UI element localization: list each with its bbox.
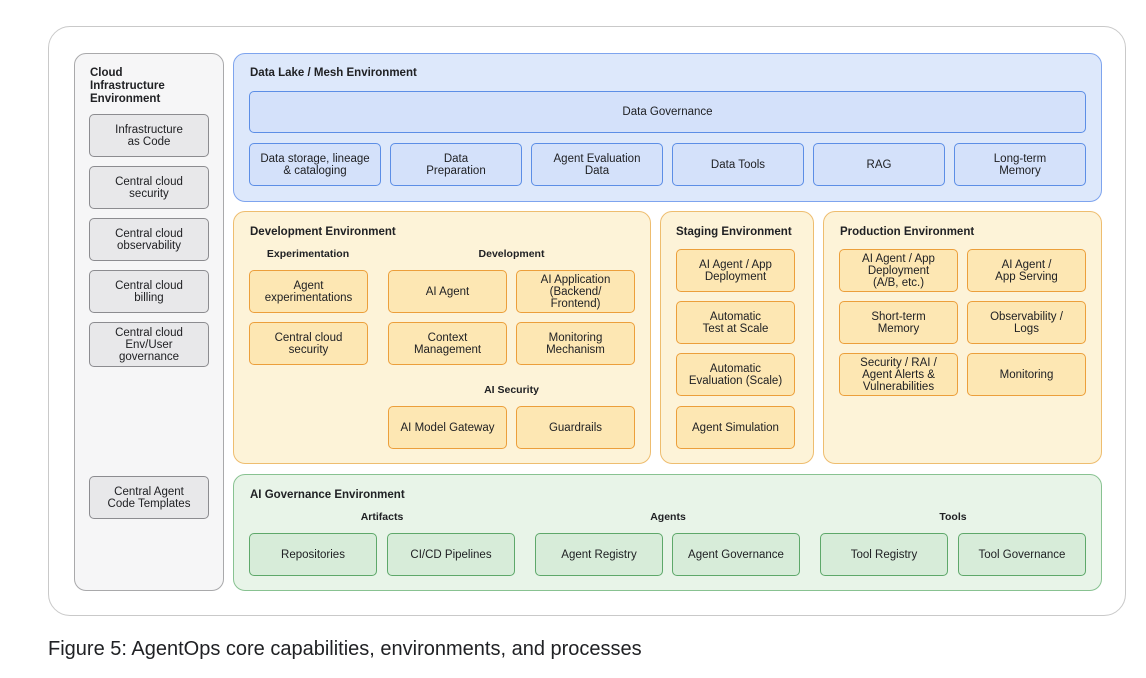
agent-governance-box: Agent Governance xyxy=(672,533,800,576)
infrastructure-as-code-box: Infrastructure as Code xyxy=(89,114,209,157)
ai-governance-title: AI Governance Environment xyxy=(250,489,405,501)
agent-experimentations-box: Agent experimentations xyxy=(249,270,368,313)
agent-registry-box: Agent Registry xyxy=(535,533,663,576)
production-title: Production Environment xyxy=(840,226,975,238)
staging-deployment-box: AI Agent / App Deployment xyxy=(676,249,795,292)
tools-title: Tools xyxy=(939,511,967,523)
tool-governance-box: Tool Governance xyxy=(958,533,1086,576)
data-tools-box: Data Tools xyxy=(672,143,804,186)
security-rai-box: Security / RAI / Agent Alerts & Vulnerab… xyxy=(839,353,958,396)
staging-title: Staging Environment xyxy=(676,226,792,238)
automatic-test-box: Automatic Test at Scale xyxy=(676,301,795,344)
monitoring-box: Monitoring xyxy=(967,353,1086,396)
central-cloud-observability-box: Central cloud observability xyxy=(89,218,209,261)
dev-central-cloud-security-box: Central cloud security xyxy=(249,322,368,365)
guardrails-box: Guardrails xyxy=(516,406,635,449)
agent-simulation-box: Agent Simulation xyxy=(676,406,795,449)
tool-registry-box: Tool Registry xyxy=(820,533,948,576)
rag-box: RAG xyxy=(813,143,945,186)
agents-title: Agents xyxy=(650,511,686,523)
artifacts-title: Artifacts xyxy=(360,511,404,523)
ai-security-title: AI Security xyxy=(484,384,539,396)
central-cloud-billing-box: Central cloud billing xyxy=(89,270,209,313)
monitoring-mechanism-box: Monitoring Mechanism xyxy=(516,322,635,365)
context-management-box: Context Management xyxy=(388,322,507,365)
ai-model-gateway-box: AI Model Gateway xyxy=(388,406,507,449)
long-term-memory-box: Long-term Memory xyxy=(954,143,1086,186)
experimentation-title: Experimentation xyxy=(266,248,350,260)
development-title: Development Environment xyxy=(250,226,396,238)
central-cloud-governance-box: Central cloud Env/User governance xyxy=(89,322,209,367)
data-governance-box: Data Governance xyxy=(249,91,1086,133)
central-agent-code-templates-box: Central Agent Code Templates xyxy=(89,476,209,519)
agent-evaluation-data-box: Agent Evaluation Data xyxy=(531,143,663,186)
data-storage-box: Data storage, lineage & cataloging xyxy=(249,143,381,186)
automatic-evaluation-box: Automatic Evaluation (Scale) xyxy=(676,353,795,396)
short-term-memory-box: Short-term Memory xyxy=(839,301,958,344)
data-lake-title: Data Lake / Mesh Environment xyxy=(250,67,417,79)
ai-agent-box: AI Agent xyxy=(388,270,507,313)
production-deployment-box: AI Agent / App Deployment (A/B, etc.) xyxy=(839,249,958,292)
ai-application-box: AI Application (Backend/ Frontend) xyxy=(516,270,635,313)
repositories-box: Repositories xyxy=(249,533,377,576)
ai-governance-panel xyxy=(233,474,1102,591)
app-serving-box: AI Agent / App Serving xyxy=(967,249,1086,292)
central-cloud-security-box: Central cloud security xyxy=(89,166,209,209)
observability-logs-box: Observability / Logs xyxy=(967,301,1086,344)
data-preparation-box: Data Preparation xyxy=(390,143,522,186)
development-subtitle: Development xyxy=(478,248,545,260)
cloud-infrastructure-title: Cloud Infrastructure Environment xyxy=(90,67,165,105)
figure-caption: Figure 5: AgentOps core capabilities, en… xyxy=(48,638,642,660)
ci-cd-pipelines-box: CI/CD Pipelines xyxy=(387,533,515,576)
